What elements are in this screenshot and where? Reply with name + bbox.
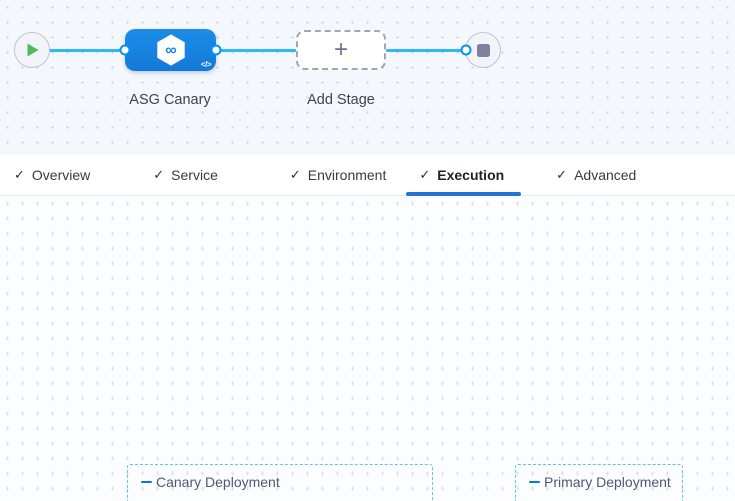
group-title-text: Canary Deployment xyxy=(156,474,280,490)
tab-service[interactable]: ✓ Service xyxy=(153,155,218,196)
execution-canvas: Canary Deployment </> ASG Canary Deploy xyxy=(0,196,735,501)
group-collapse-icon[interactable] xyxy=(141,480,152,484)
tab-label: Service xyxy=(171,167,218,183)
pipeline-edge xyxy=(216,48,297,52)
stage-right-port[interactable] xyxy=(210,44,222,56)
check-icon: ✓ xyxy=(14,167,25,182)
check-icon: ✓ xyxy=(289,167,301,182)
tab-environment[interactable]: ✓ Environment xyxy=(290,155,387,196)
tab-label: Overview xyxy=(31,167,91,183)
group-title: Primary Deployment xyxy=(529,474,671,490)
tab-label: Execution xyxy=(437,167,505,183)
harness-hexagon-infinity-icon: ∞ xyxy=(156,34,185,66)
stage-config-tabs: ✓ Overview ✓ Service ✓ Environment ✓ Exe… xyxy=(0,155,735,196)
stage-left-port[interactable] xyxy=(119,44,131,56)
check-icon: ✓ xyxy=(153,167,165,182)
check-icon: ✓ xyxy=(556,167,568,182)
pipeline-start-node[interactable] xyxy=(14,32,50,68)
stop-icon xyxy=(476,43,490,57)
pipeline-edge xyxy=(46,48,126,52)
group-collapse-icon[interactable] xyxy=(529,480,540,484)
tab-label: Advanced xyxy=(574,167,637,183)
svg-text:∞: ∞ xyxy=(165,41,176,59)
stage-label: ASG Canary xyxy=(129,92,211,108)
group-title-text: Primary Deployment xyxy=(544,474,671,490)
stage-node-asg-canary[interactable]: ∞ </> xyxy=(125,29,216,71)
yaml-code-icon[interactable]: </> xyxy=(200,60,212,69)
step-group-canary-deployment[interactable]: Canary Deployment xyxy=(127,464,433,501)
tab-overview[interactable]: ✓ Overview xyxy=(14,155,90,196)
add-stage-button[interactable]: + xyxy=(296,30,386,70)
group-title: Canary Deployment xyxy=(141,474,280,490)
tab-execution[interactable]: ✓ Execution xyxy=(406,155,521,196)
check-icon: ✓ xyxy=(419,167,431,182)
plus-icon: + xyxy=(333,36,348,63)
end-port[interactable] xyxy=(460,44,472,56)
add-stage-label: Add Stage xyxy=(307,92,375,108)
play-icon xyxy=(27,43,39,57)
tab-label: Environment xyxy=(307,167,387,183)
pipeline-canvas: ∞ </> ASG Canary + Add Stage xyxy=(0,0,735,155)
pipeline-edge xyxy=(386,48,467,52)
step-group-primary-deployment[interactable]: Primary Deployment xyxy=(515,464,683,501)
tab-advanced[interactable]: ✓ Advanced xyxy=(556,155,636,196)
